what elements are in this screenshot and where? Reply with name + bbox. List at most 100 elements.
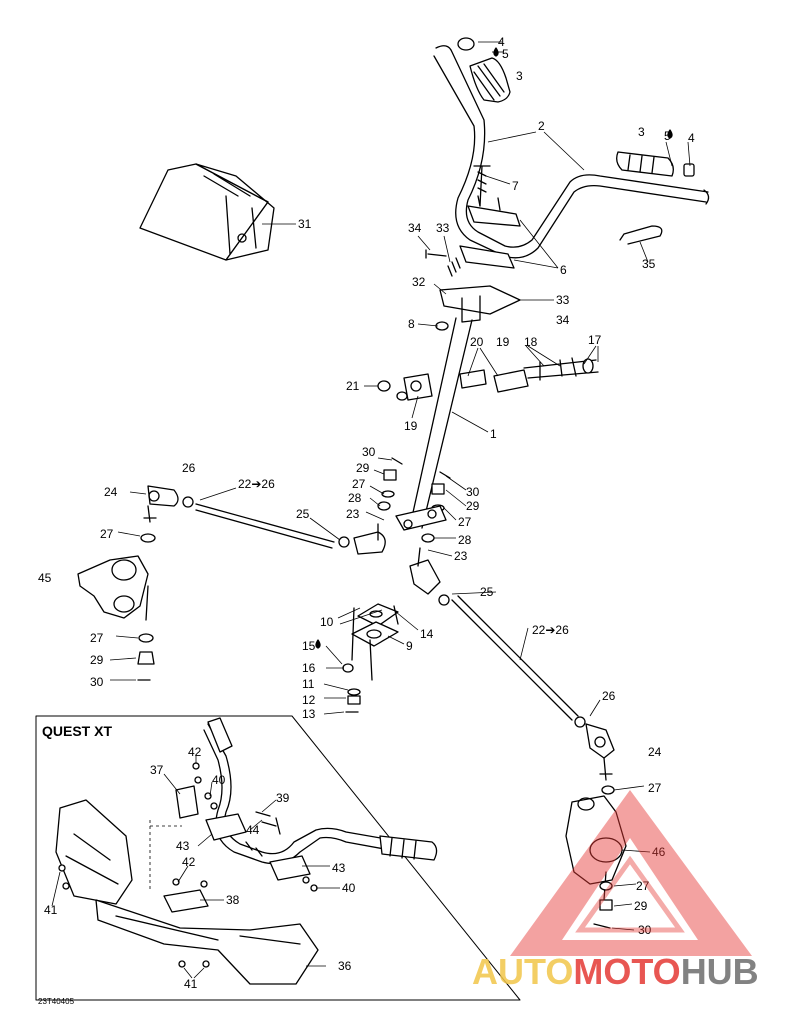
clamp-upper: [467, 205, 521, 227]
bearing-assembly: [377, 357, 599, 401]
tie-strap: [619, 225, 663, 245]
callout-3: 3: [516, 69, 523, 83]
callout-19: 19: [496, 335, 510, 349]
column-bottom-plate: [342, 603, 399, 713]
sealant-drop-icon: [493, 47, 499, 57]
watermark-triangle-icon: [510, 790, 752, 956]
callout-24: 24: [648, 745, 662, 759]
callout-27: 27: [648, 781, 662, 795]
watermark-logo: AUTOMOTOHUB: [472, 790, 759, 992]
callout-16: 16: [302, 661, 316, 675]
steering-knuckle-left: [77, 505, 157, 681]
leader-lines: [51, 41, 691, 979]
callout-14: 14: [420, 627, 434, 641]
watermark-inner-triangle-icon: [575, 855, 685, 933]
callout-27: 27: [636, 879, 650, 893]
callout-34: 34: [408, 221, 422, 235]
callout-38: 38: [226, 893, 240, 907]
callout-1: 1: [490, 427, 497, 441]
bolt-7: [473, 165, 491, 207]
tie-rod-right: [409, 547, 615, 781]
callout-28: 28: [348, 491, 362, 505]
callout-28: 28: [458, 533, 472, 547]
watermark-part3: HUB: [681, 951, 759, 992]
callout-27: 27: [458, 515, 472, 529]
clamp-lower: [459, 245, 515, 269]
callout-43: 43: [176, 839, 190, 853]
callout-36: 36: [338, 959, 352, 973]
callout-labels: 4 5 3 2 3 5 4 7 31 34 33 6 35 32 33 34 8…: [38, 35, 695, 991]
callout-27: 27: [90, 631, 104, 645]
callout-21: 21: [346, 379, 360, 393]
callout-26: 26: [602, 689, 616, 703]
callout-3: 3: [638, 125, 645, 139]
callout-23: 23: [454, 549, 468, 563]
parts-artwork: [77, 37, 710, 929]
tie-rod-left: [147, 485, 386, 555]
callout-32: 32: [412, 275, 426, 289]
callout-27: 27: [100, 527, 114, 541]
callout-17: 17: [588, 333, 602, 347]
pitman-arm-hardware: [377, 457, 451, 543]
callout-40: 40: [342, 881, 356, 895]
callout-39: 39: [276, 791, 290, 805]
callout-11: 11: [302, 677, 315, 691]
callout-19: 19: [404, 419, 418, 433]
callout-35: 35: [642, 257, 656, 271]
watermark-part1: AUTO: [472, 951, 573, 992]
sealant-drop-icon: [315, 639, 321, 649]
inset-title: QUEST XT: [42, 723, 112, 739]
callout-12: 12: [302, 693, 316, 707]
callout-30: 30: [90, 675, 104, 689]
callout-43: 43: [332, 861, 346, 875]
callout-25: 25: [480, 585, 494, 599]
headlight-cover: [139, 163, 275, 261]
handlebar: [433, 45, 710, 259]
callout-30: 30: [638, 923, 652, 937]
callout-15: 15: [302, 639, 316, 653]
callout-37: 37: [150, 763, 164, 777]
callout-27: 27: [352, 477, 366, 491]
callout-22-26: 22➔26: [532, 623, 569, 637]
callout-8: 8: [408, 317, 415, 331]
callout-6: 6: [560, 263, 567, 277]
callout-31: 31: [298, 217, 312, 231]
callout-41: 41: [184, 977, 198, 991]
quest-xt-inset: QUEST XT: [35, 715, 521, 1001]
callout-29: 29: [356, 461, 370, 475]
callout-13: 13: [302, 707, 316, 721]
callout-42: 42: [182, 855, 196, 869]
callout-29: 29: [634, 899, 648, 913]
callout-41: 41: [44, 903, 58, 917]
callout-33: 33: [556, 293, 570, 307]
reference-code: 23Т40405: [38, 997, 75, 1006]
steering-knuckle-right: [565, 785, 627, 929]
spring-33: [447, 257, 461, 277]
sealant-drop-icon: [667, 129, 673, 139]
callout-7: 7: [512, 179, 519, 193]
callout-22-26: 22➔26: [238, 477, 275, 491]
steering-column: [409, 317, 473, 529]
callout-25: 25: [296, 507, 310, 521]
callout-10: 10: [320, 615, 334, 629]
callout-29: 29: [90, 653, 104, 667]
watermark-text: AUTOMOTOHUB: [472, 951, 759, 992]
callout-29: 29: [466, 499, 480, 513]
inset-frame: [35, 715, 521, 1001]
callout-30: 30: [362, 445, 376, 459]
callout-23: 23: [346, 507, 360, 521]
callout-40: 40: [212, 773, 226, 787]
callout-5: 5: [502, 47, 509, 61]
callout-30: 30: [466, 485, 480, 499]
callout-45: 45: [38, 571, 52, 585]
callout-24: 24: [104, 485, 118, 499]
callout-42: 42: [188, 745, 202, 759]
callout-46: 46: [652, 845, 666, 859]
callout-9: 9: [406, 639, 413, 653]
callout-4: 4: [688, 131, 695, 145]
callout-34: 34: [556, 313, 570, 327]
callout-33: 33: [436, 221, 450, 235]
grip-right: [616, 151, 695, 177]
callout-26: 26: [182, 461, 196, 475]
